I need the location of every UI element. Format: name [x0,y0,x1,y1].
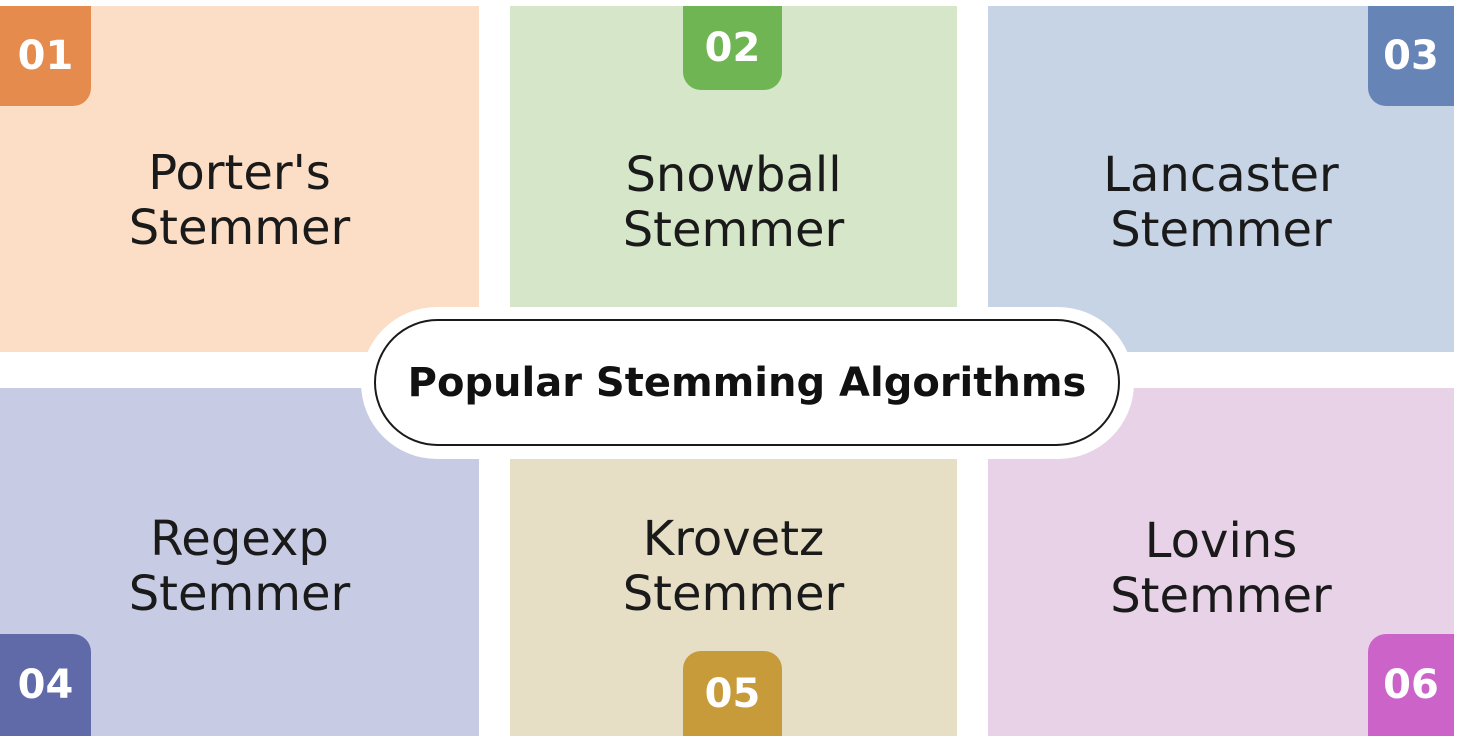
tile-label-line2: Stemmer [128,566,351,622]
tile-label: Krovetz Stemmer [510,512,957,622]
number-badge-06: 06 [1368,634,1454,736]
tile-label-line1: Snowball [625,147,842,203]
number-badge-04: 04 [0,634,91,736]
diagram-title: Popular Stemming Algorithms [407,359,1087,406]
number-badge-02: 02 [683,6,782,90]
tile-label-line2: Stemmer [128,200,351,256]
tile-label: Lovins Stemmer [988,514,1454,624]
tile-label-line1: Lancaster [1103,147,1339,203]
tile-label-line2: Stemmer [1110,202,1332,258]
tile-label-line2: Stemmer [1110,568,1332,624]
number-badge-03: 03 [1368,6,1454,106]
tile-label-line2: Stemmer [622,566,845,622]
tile-label-line1: Krovetz [642,511,825,567]
tile-label-line1: Porter's [148,145,331,201]
tile-label: Regexp Stemmer [0,512,479,622]
tile-label-line2: Stemmer [622,202,845,258]
tile-label: Lancaster Stemmer [988,148,1454,258]
number-badge-05: 05 [683,651,782,736]
tile-label-line1: Regexp [150,511,329,567]
tile-label-line1: Lovins [1144,513,1298,569]
tile-label: Snowball Stemmer [510,148,957,258]
tile-label: Porter's Stemmer [0,146,479,256]
number-badge-01: 01 [0,6,91,106]
center-title-pill: Popular Stemming Algorithms [374,319,1120,446]
